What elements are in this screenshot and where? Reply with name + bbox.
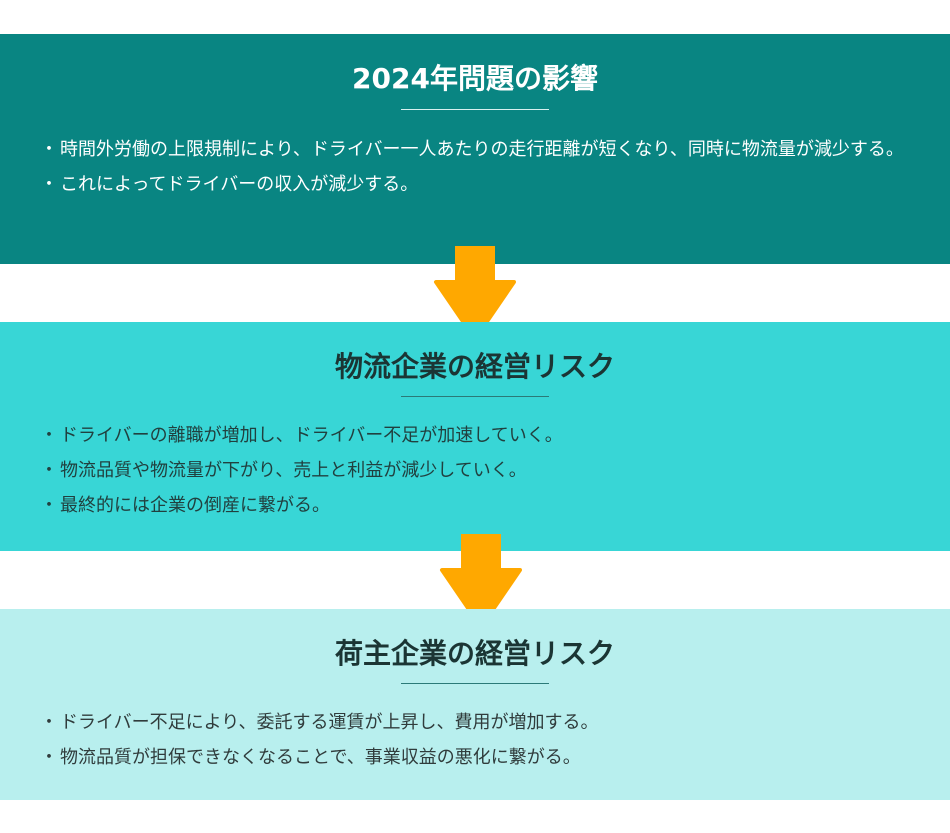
title-divider xyxy=(401,683,549,684)
bullet-list: ドライバー不足により、委託する運賃が上昇し、費用が増加する。 物流品質が担保でき… xyxy=(40,705,920,775)
bullet-item: 物流品質が担保できなくなることで、事業収益の悪化に繋がる。 xyxy=(40,740,920,775)
bullet-item: 時間外労働の上限規制により、ドライバー一人あたりの走行距離が短くなり、同時に物流… xyxy=(40,132,920,167)
bullet-list: 時間外労働の上限規制により、ドライバー一人あたりの走行距離が短くなり、同時に物流… xyxy=(40,132,920,202)
section-title: 荷主企業の経営リスク xyxy=(334,637,615,670)
arrow-down-icon xyxy=(440,534,522,629)
section-title: 2024年問題の影響 xyxy=(352,62,598,95)
section-shipper-risk: 荷主企業の経営リスク ドライバー不足により、委託する運賃が上昇し、費用が増加する… xyxy=(0,609,950,800)
arrow-down-icon xyxy=(434,246,516,341)
title-divider xyxy=(401,109,549,110)
section-logistics-risk: 物流企業の経営リスク ドライバーの離職が増加し、ドライバー不足が加速していく。 … xyxy=(0,322,950,551)
bullet-list: ドライバーの離職が増加し、ドライバー不足が加速していく。 物流品質や物流量が下が… xyxy=(40,418,920,523)
bullet-item: 最終的には企業の倒産に繋がる。 xyxy=(40,488,920,523)
section-2024-impact: 2024年問題の影響 時間外労働の上限規制により、ドライバー一人あたりの走行距離… xyxy=(0,34,950,264)
section-title: 物流企業の経営リスク xyxy=(334,350,615,383)
bullet-item: 物流品質や物流量が下がり、売上と利益が減少していく。 xyxy=(40,453,920,488)
bullet-item: ドライバー不足により、委託する運賃が上昇し、費用が増加する。 xyxy=(40,705,920,740)
bullet-item: ドライバーの離職が増加し、ドライバー不足が加速していく。 xyxy=(40,418,920,453)
bullet-item: これによってドライバーの収入が減少する。 xyxy=(40,167,920,202)
title-divider xyxy=(401,396,549,397)
